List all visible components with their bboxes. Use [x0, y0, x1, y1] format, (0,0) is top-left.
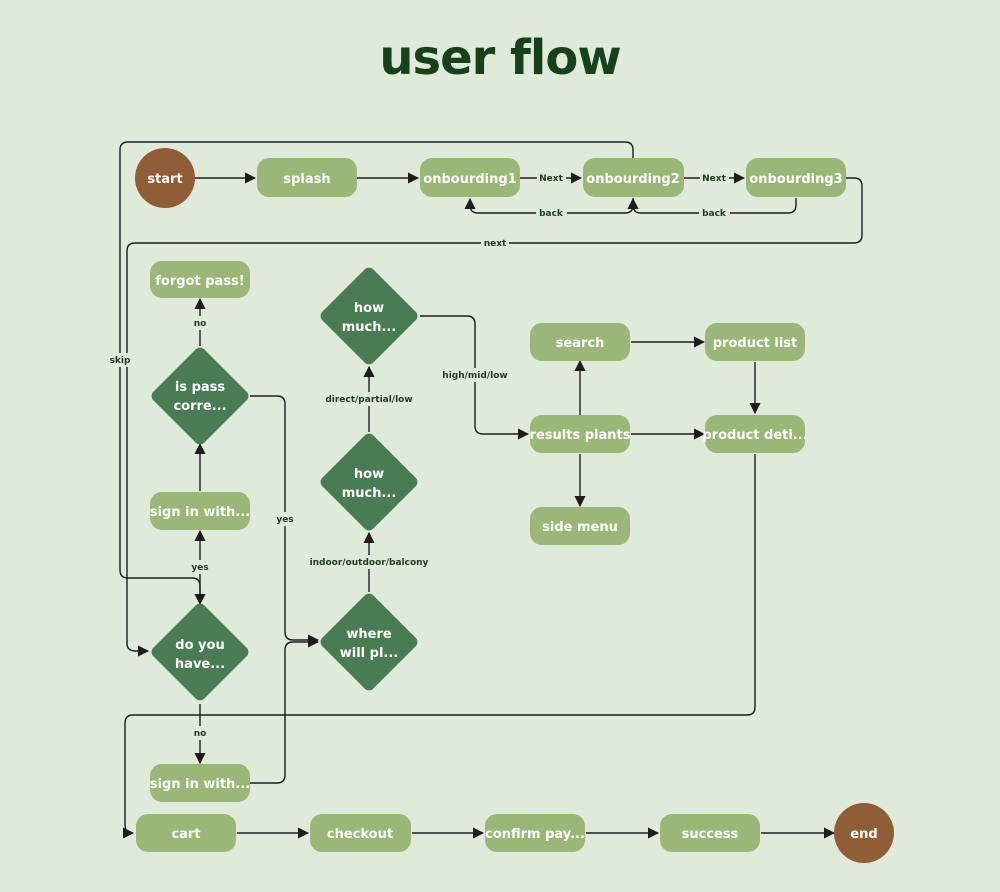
- edge-label-yes-where: yes: [276, 515, 293, 525]
- node-search[interactable]: search: [530, 323, 630, 361]
- node-how-much-2-line1: how: [354, 467, 384, 482]
- node-confirm-pay[interactable]: confirm pay...: [485, 814, 585, 852]
- node-results-plants-label: results plants: [530, 428, 631, 443]
- edge-label-next-2: Next: [702, 174, 726, 184]
- node-onbourding3[interactable]: onbourding3: [746, 158, 846, 197]
- node-how-much-2-line2: much...: [342, 486, 397, 501]
- node-onbourding3-label: onbourding3: [749, 172, 842, 187]
- edge-label-direct: direct/partial/low: [325, 395, 412, 405]
- node-how-much-1-line1: how: [354, 301, 384, 316]
- node-product-list[interactable]: product list: [705, 323, 805, 361]
- node-start-label: start: [147, 172, 182, 187]
- node-onbourding1-label: onbourding1: [423, 172, 516, 187]
- node-success[interactable]: success: [660, 814, 760, 852]
- edge-label-highmid: high/mid/low: [442, 371, 507, 381]
- node-sign-in-1-label: sign in with...: [150, 505, 250, 520]
- edge-signin2-where: [250, 636, 320, 784]
- node-do-you-have[interactable]: do you have...: [149, 601, 251, 703]
- node-product-deti-label: product deti...: [702, 428, 807, 443]
- node-checkout-label: checkout: [327, 827, 393, 842]
- node-splash-label: splash: [283, 172, 330, 187]
- edges: [119, 141, 863, 839]
- edge-labels: Next Next back back next skip no yes yes…: [106, 171, 730, 740]
- node-do-you-have-line1: do you: [175, 638, 224, 653]
- node-cart[interactable]: cart: [136, 814, 236, 852]
- node-cart-label: cart: [171, 827, 200, 842]
- nodes: start end splash onbourding1 onbourding2…: [135, 148, 894, 863]
- node-where-will-plant-line2: will pl...: [340, 646, 398, 661]
- edge-label-back-2: back: [702, 209, 727, 219]
- node-end-label: end: [850, 827, 877, 842]
- node-do-you-have-line2: have...: [175, 657, 225, 672]
- edge-label-no-signin: no: [194, 729, 207, 739]
- node-side-menu-label: side menu: [542, 520, 618, 535]
- node-side-menu[interactable]: side menu: [530, 507, 630, 545]
- edge-label-skip: skip: [110, 356, 131, 366]
- node-onbourding1[interactable]: onbourding1: [420, 158, 520, 197]
- node-checkout[interactable]: checkout: [310, 814, 411, 852]
- node-onbourding2-label: onbourding2: [586, 172, 679, 187]
- edge-label-next-1: Next: [539, 174, 563, 184]
- node-splash[interactable]: splash: [257, 158, 357, 197]
- page-title: user flow: [379, 30, 621, 86]
- node-is-pass-correct-line1: is pass: [175, 380, 226, 395]
- edge-label-next-3: next: [484, 239, 507, 249]
- node-forgot-pass[interactable]: forgot pass!: [150, 261, 250, 298]
- edge-productdeti-cart: [122, 454, 756, 839]
- node-search-label: search: [556, 336, 605, 351]
- node-is-pass-correct[interactable]: is pass corre...: [149, 345, 251, 447]
- node-success-label: success: [682, 827, 739, 842]
- edge-label-indoor: indoor/outdoor/balcony: [310, 558, 429, 568]
- node-results-plants[interactable]: results plants: [530, 415, 631, 453]
- node-sign-in-1[interactable]: sign in with...: [150, 492, 250, 530]
- node-is-pass-correct-line2: corre...: [173, 399, 226, 414]
- node-sign-in-2-label: sign in with...: [150, 777, 250, 792]
- node-sign-in-2[interactable]: sign in with...: [150, 764, 250, 802]
- node-onbourding2[interactable]: onbourding2: [583, 158, 684, 197]
- node-product-list-label: product list: [713, 336, 798, 351]
- edge-label-back-1: back: [539, 209, 564, 219]
- node-where-will-plant[interactable]: where will pl...: [318, 591, 420, 693]
- node-product-deti[interactable]: product deti...: [702, 415, 808, 453]
- node-how-much-2[interactable]: how much...: [318, 431, 420, 533]
- node-confirm-pay-label: confirm pay...: [485, 827, 585, 842]
- node-forgot-pass-label: forgot pass!: [155, 274, 244, 289]
- node-start[interactable]: start: [135, 148, 195, 208]
- edge-label-yes-signin: yes: [191, 563, 208, 573]
- node-where-will-plant-line1: where: [346, 627, 391, 642]
- node-end[interactable]: end: [834, 803, 894, 863]
- node-how-much-1[interactable]: how much...: [318, 265, 420, 367]
- node-how-much-1-line2: much...: [342, 320, 397, 335]
- edge-label-no-forgot: no: [194, 319, 207, 329]
